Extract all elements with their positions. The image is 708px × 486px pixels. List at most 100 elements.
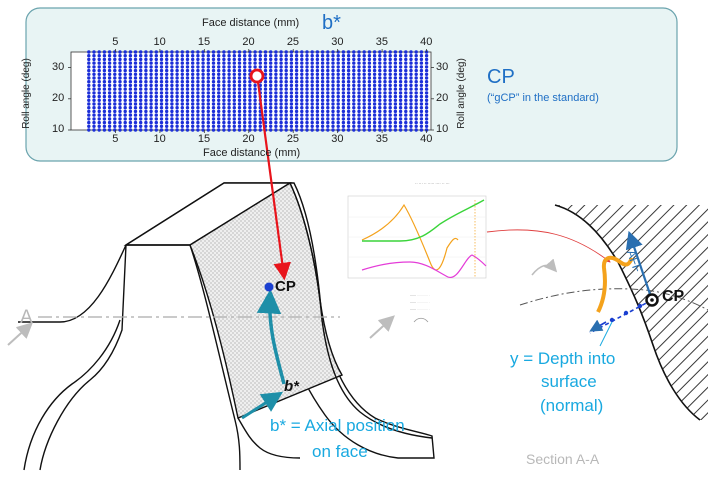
grid-point: [398, 120, 403, 125]
grid-point: [300, 80, 304, 84]
grid-point: [113, 50, 117, 54]
grid-point: [419, 102, 424, 106]
grid-point: [409, 113, 413, 117]
grid-point: [165, 128, 169, 132]
grid-point: [97, 54, 101, 58]
grid-point: [191, 61, 195, 65]
grid-point: [243, 87, 247, 91]
grid-point: [113, 120, 117, 125]
grid-point: [326, 117, 330, 121]
grid-point: [237, 98, 242, 103]
grid-point: [149, 76, 153, 80]
grid-point: [227, 80, 231, 84]
svg-text:·· ··· ·· ····· ···· ·· ···: ·· ··· ·· ····· ···· ·· ···: [415, 181, 450, 186]
grid-point: [87, 120, 91, 125]
grid-point: [133, 50, 138, 54]
grid-point: [191, 117, 195, 121]
grid-point: [170, 57, 174, 62]
grid-point: [149, 113, 153, 117]
grid-point: [206, 94, 210, 99]
grid-point: [424, 98, 429, 103]
grid-point: [165, 72, 169, 77]
grid-point: [196, 87, 200, 91]
grid-point: [175, 76, 179, 80]
grid-point: [294, 94, 299, 99]
grid-point: [206, 83, 210, 88]
grid-point: [144, 80, 148, 84]
grid-point: [357, 50, 361, 54]
grid-point: [289, 102, 294, 106]
grid-point: [128, 72, 133, 77]
grid-point: [133, 68, 138, 73]
grid-point: [196, 61, 200, 65]
grid-point: [159, 120, 164, 125]
grid-point: [185, 128, 190, 132]
grid-point: [269, 91, 273, 95]
grid-point: [159, 91, 164, 95]
grid-point: [248, 57, 252, 62]
grid-point: [237, 106, 242, 110]
svg-text:—— ··········· ·: —— ··········· ·: [410, 293, 430, 297]
grid-point: [274, 124, 278, 128]
grid-point: [367, 76, 372, 80]
grid-point: [211, 65, 216, 69]
grid-point: [289, 80, 294, 84]
grid-point: [294, 102, 299, 106]
grid-point: [92, 54, 96, 58]
grid-point: [378, 87, 382, 91]
grid-point: [315, 124, 320, 128]
grid-point: [149, 128, 153, 132]
grid-point: [404, 109, 408, 114]
grid-point: [300, 124, 304, 128]
grid-point: [367, 109, 372, 114]
grid-point: [248, 87, 252, 91]
grid-point: [419, 76, 424, 80]
grid-point: [352, 68, 356, 73]
grid-point: [409, 76, 413, 80]
grid-point: [419, 117, 424, 121]
grid-point: [253, 57, 257, 62]
grid-point: [248, 54, 252, 58]
grid-point: [310, 65, 314, 69]
grid-point: [289, 98, 294, 103]
grid-point: [170, 120, 174, 125]
grid-point: [331, 72, 335, 77]
grid-point: [253, 128, 257, 132]
grid-point: [133, 80, 138, 84]
grid-point: [211, 124, 216, 128]
grid-point: [357, 113, 361, 117]
grid-point: [393, 76, 398, 80]
grid-point: [180, 57, 184, 62]
grid-point: [123, 113, 127, 117]
section-marker-a: A: [20, 307, 33, 328]
grid-point: [315, 87, 320, 91]
grid-point: [87, 72, 91, 77]
grid-point: [367, 65, 372, 69]
grid-point: [232, 61, 236, 65]
grid-point: [336, 54, 340, 58]
grid-point: [170, 87, 174, 91]
grid-point: [170, 72, 174, 77]
grid-point: [165, 109, 169, 114]
grid-point: [294, 50, 299, 54]
y-axis-label-right: Roll angle (deg): [455, 58, 467, 129]
grid-point: [232, 57, 236, 62]
grid-point: [269, 80, 273, 84]
grid-point: [232, 54, 236, 58]
grid-point: [170, 76, 174, 80]
selected-point-marker[interactable]: [249, 68, 265, 84]
grid-point: [284, 50, 288, 54]
grid-point: [398, 128, 403, 132]
grid-point: [336, 68, 340, 73]
grid-point: [300, 113, 304, 117]
grid-point: [289, 83, 294, 88]
grid-point: [269, 83, 273, 88]
grid-point: [144, 76, 148, 80]
depth-caption-line2: surface: [541, 372, 597, 391]
grid-point: [294, 98, 299, 103]
grid-point: [139, 102, 143, 106]
grid-point: [175, 128, 179, 132]
grid-point: [185, 57, 190, 62]
grid-point: [118, 54, 122, 58]
grid-point: [372, 102, 377, 106]
